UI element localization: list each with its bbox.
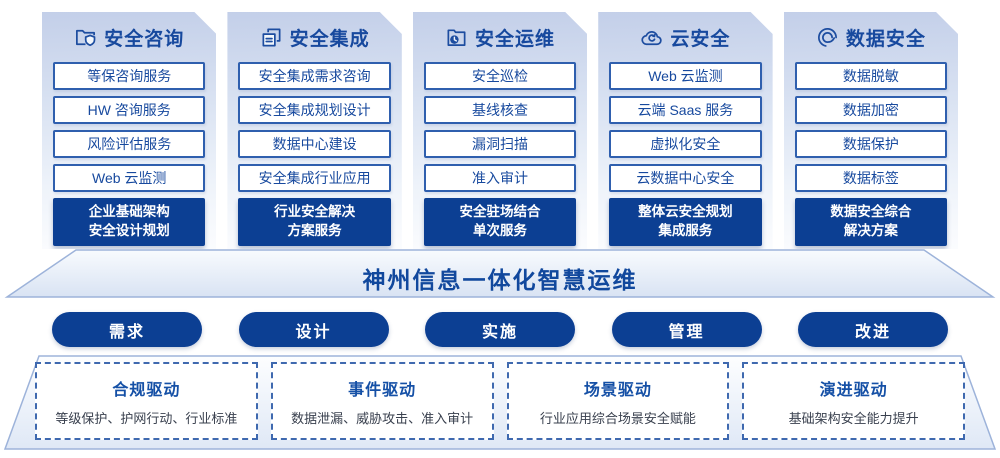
banner-platform-shape <box>4 249 996 298</box>
driver-desc: 行业应用综合场景安全赋能 <box>539 410 696 426</box>
service-card: 数据安全 数据脱敏数据加密数据保护数据标签 数据安全综合 解决方案 <box>784 12 958 249</box>
cloud-icon <box>640 26 663 49</box>
service-item: 数据加密 <box>795 96 947 124</box>
folder-clock-icon <box>445 26 468 49</box>
service-item: 安全集成需求咨询 <box>238 62 390 90</box>
driver-box: 演进驱动 基础架构安全能力提升 <box>742 362 965 440</box>
service-card-header: 安全集成 <box>238 24 390 51</box>
service-card-title: 数据安全 <box>845 29 926 50</box>
service-item: 数据脱敏 <box>795 62 947 90</box>
service-card-header: 数据安全 <box>795 24 947 51</box>
service-card-header: 安全运维 <box>424 24 576 51</box>
service-highlight-line1: 安全驻场结合 <box>459 204 541 219</box>
service-card: 安全集成 安全集成需求咨询安全集成规划设计数据中心建设安全集成行业应用 行业安全… <box>227 12 401 249</box>
service-highlight: 安全驻场结合 单次服务 <box>424 198 576 246</box>
service-highlight-line2: 集成服务 <box>658 222 713 238</box>
copy-docs-icon <box>260 26 283 49</box>
process-step-pill: 管理 <box>611 312 762 347</box>
process-steps: 需求 设计 实施 管理 改进 <box>52 312 948 347</box>
service-highlight-line1: 整体云安全规划 <box>638 204 733 219</box>
service-card: 安全咨询 等保咨询服务 HW 咨询服务风险评估服务 Web 云监测 企业基础架构 安… <box>42 12 216 249</box>
service-highlight: 行业安全解决 方案服务 <box>238 198 390 246</box>
process-step-pill: 需求 <box>52 312 202 347</box>
service-item: 云数据中心安全 <box>609 164 761 192</box>
driver-desc: 基础架构安全能力提升 <box>788 410 919 426</box>
driver-boxes: 合规驱动 等级保护、护网行动、行业标准 事件驱动 数据泄漏、威胁攻击、准入审计 … <box>35 362 965 440</box>
process-step-pill: 改进 <box>798 312 948 347</box>
service-item: HW 咨询服务 <box>53 96 205 124</box>
service-card: 安全运维 安全巡检基线核查漏洞扫描准入审计 安全驻场结合 单次服务 <box>413 12 587 249</box>
service-card-items: 安全集成需求咨询安全集成规划设计数据中心建设安全集成行业应用 <box>238 62 390 198</box>
service-item: 安全巡检 <box>424 62 576 90</box>
service-highlight-line1: 行业安全解决 <box>274 204 356 219</box>
banner-title: 神州信息一体化智慧运维 <box>362 267 638 293</box>
service-highlight-line2: 解决方案 <box>843 222 898 238</box>
service-item: 安全集成规划设计 <box>238 96 390 124</box>
driver-box: 事件驱动 数据泄漏、威胁攻击、准入审计 <box>270 362 494 440</box>
service-highlight-line1: 企业基础架构 <box>88 204 170 219</box>
driver-box: 场景驱动 行业应用综合场景安全赋能 <box>506 362 730 440</box>
service-card-items: 安全巡检基线核查漏洞扫描准入审计 <box>424 62 576 198</box>
service-item: 漏洞扫描 <box>424 130 576 158</box>
service-item: 虚拟化安全 <box>609 130 761 158</box>
driver-title: 合规驱动 <box>112 381 181 399</box>
driver-box: 合规驱动 等级保护、护网行动、行业标准 <box>35 362 258 440</box>
service-highlight: 整体云安全规划 集成服务 <box>609 198 761 246</box>
service-highlight-line2: 安全设计规划 <box>88 222 170 238</box>
driver-title: 场景驱动 <box>583 381 652 399</box>
service-item: 云端 Saas 服务 <box>609 96 761 124</box>
service-card-items: Web 云监测云端 Saas 服务虚拟化安全云数据中心安全 <box>609 62 761 198</box>
service-card-title: 云安全 <box>670 29 731 50</box>
service-card-items: 数据脱敏数据加密数据保护数据标签 <box>795 62 947 198</box>
driver-desc: 数据泄漏、威胁攻击、准入审计 <box>291 410 474 426</box>
service-highlight-line2: 单次服务 <box>473 222 528 238</box>
service-card-title: 安全运维 <box>475 29 556 50</box>
driver-title: 演进驱动 <box>819 381 888 399</box>
folder-shield-icon <box>74 26 97 49</box>
service-card-header: 云安全 <box>609 24 761 51</box>
service-item: 数据保护 <box>795 130 947 158</box>
service-highlight: 数据安全综合 解决方案 <box>795 198 947 246</box>
service-card: 云安全 Web 云监测云端 Saas 服务虚拟化安全云数据中心安全 整体云安全规… <box>598 12 772 249</box>
service-card-title: 安全咨询 <box>104 29 185 50</box>
service-item: 数据中心建设 <box>238 130 390 158</box>
service-card-header: 安全咨询 <box>53 24 205 51</box>
service-highlight-line2: 方案服务 <box>287 222 342 238</box>
service-item: Web 云监测 <box>53 164 205 192</box>
service-item: 等保咨询服务 <box>53 62 205 90</box>
service-item: 安全集成行业应用 <box>238 164 390 192</box>
driver-desc: 等级保护、护网行动、行业标准 <box>55 410 238 426</box>
fingerprint-icon <box>816 26 839 49</box>
process-step-pill: 设计 <box>238 312 389 347</box>
service-item: 数据标签 <box>795 164 947 192</box>
service-highlight: 企业基础架构 安全设计规划 <box>53 198 205 246</box>
service-card-title: 安全集成 <box>289 29 370 50</box>
service-item: Web 云监测 <box>609 62 761 90</box>
service-item: 风险评估服务 <box>53 130 205 158</box>
service-item: 准入审计 <box>424 164 576 192</box>
process-step-pill: 实施 <box>425 312 575 347</box>
service-highlight-line1: 数据安全综合 <box>830 204 912 219</box>
service-columns: 安全咨询 等保咨询服务 HW 咨询服务风险评估服务 Web 云监测 企业基础架构 安… <box>42 12 958 249</box>
driver-title: 事件驱动 <box>348 381 417 399</box>
service-item: 基线核查 <box>424 96 576 124</box>
service-card-items: 等保咨询服务 HW 咨询服务风险评估服务 Web 云监测 <box>53 62 205 198</box>
